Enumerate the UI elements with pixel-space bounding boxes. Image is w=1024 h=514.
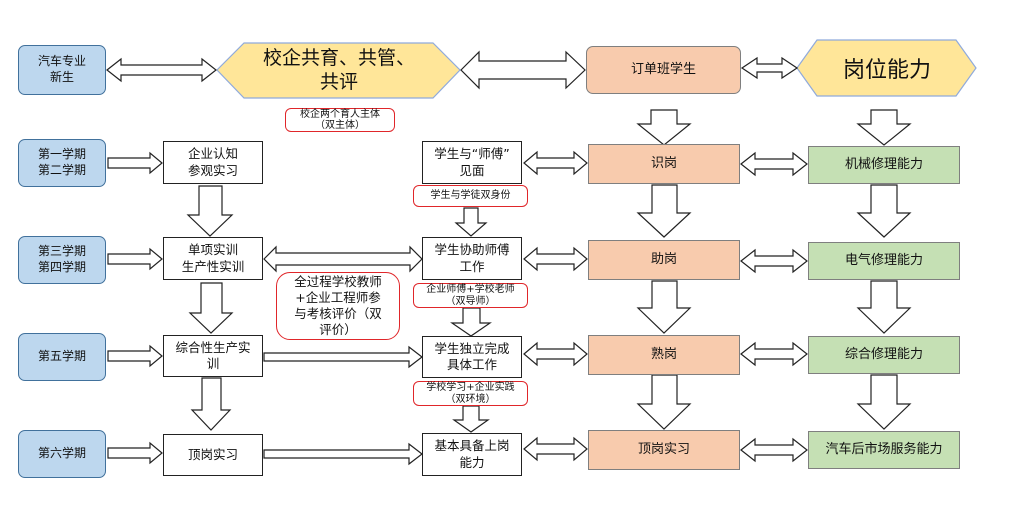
double-arrow-student-stage-1 [523, 150, 588, 176]
ability-label: 电气修理能力 [844, 252, 923, 268]
ability-label: 机械修理能力 [844, 156, 923, 172]
double-arrow-stage-ability-4 [740, 437, 808, 463]
arrow-semester-4 [107, 441, 163, 465]
ability-mechanical-box: 机械修理能力 [808, 146, 960, 184]
student-meets-master-box: 学生与“师傅” 见面 [422, 141, 522, 184]
enterprise-training-label: 企业认知 参观实习 [187, 146, 238, 178]
job-competence-label-wrap: 岗位能力 [812, 40, 962, 96]
enterprise-training-label: 顶岗实习 [187, 446, 238, 462]
down-arrow-ability-3 [856, 374, 912, 430]
dual-environment-note: 学校学习+企业实践 （双环境） [413, 381, 528, 406]
double-arrow-stage-ability-2 [740, 248, 808, 274]
new-students-label: 汽车专业 新生 [37, 54, 86, 84]
job-stage-label: 识岗 [650, 155, 677, 171]
student-independent-box: 学生独立完成 具体工作 [422, 336, 522, 378]
down-arrow-ability-2 [856, 280, 912, 334]
single-item-training-box: 单项实训 生产性实训 [163, 237, 263, 280]
dual-environment-note-text: 学校学习+企业实践 （双环境） [426, 382, 515, 405]
double-arrow-student-stage-3 [523, 341, 588, 367]
order-class-students-label: 订单班学生 [630, 61, 696, 77]
basic-job-ready-box: 基本具备上岗 能力 [422, 433, 522, 476]
new-students-box: 汽车专业 新生 [18, 45, 106, 95]
student-progress-label: 学生独立完成 具体工作 [434, 340, 510, 372]
order-class-students-box: 订单班学生 [586, 46, 741, 94]
stage-internship-box: 顶岗实习 [588, 430, 740, 470]
job-stage-label: 顶岗实习 [637, 441, 690, 457]
dual-identity-note: 学生与学徒双身份 [413, 185, 528, 207]
arrow-semester-2 [107, 247, 163, 271]
double-arrow-hex-to-order [460, 50, 586, 90]
down-arrow-student-1 [454, 207, 488, 237]
double-arrow-row-2 [263, 245, 423, 273]
down-arrow-ability-1 [856, 184, 912, 238]
dual-subject-note-text: 校企两个育人主体 （双主体） [300, 108, 380, 132]
semester-5-box: 第五学期 [18, 333, 106, 381]
school-enterprise-label-wrap: 校企共育、共管、 共评 [232, 43, 446, 98]
down-arrow-competence [856, 109, 912, 146]
stage-identify-box: 识岗 [588, 144, 740, 184]
semester-label: 第三学期 第四学期 [37, 244, 86, 274]
dual-mentor-note: 企业师傅+学校老师 （双导师） [413, 283, 528, 308]
job-stage-label: 熟岗 [650, 346, 677, 362]
down-arrow-enterprise-3 [190, 377, 232, 431]
ability-comprehensive-box: 综合修理能力 [808, 336, 960, 374]
double-arrow-new-to-hex [106, 57, 217, 83]
down-arrow-stage-2 [636, 280, 692, 334]
down-arrow-stage-3 [636, 374, 692, 430]
down-arrow-stage-1 [636, 184, 692, 238]
job-stage-label: 助岗 [650, 251, 677, 267]
semester-1-2-box: 第一学期 第二学期 [18, 139, 106, 187]
arrow-row-4 [263, 442, 423, 466]
evaluation-note-text: 全过程学校教师 +企业工程师参 与考核评价（双 评价） [294, 273, 382, 338]
double-arrow-student-stage-4 [523, 436, 588, 462]
student-progress-label: 学生与“师傅” 见面 [434, 146, 510, 178]
semester-3-4-box: 第三学期 第四学期 [18, 236, 106, 284]
ability-label: 汽车后市场服务能力 [825, 441, 943, 457]
enterprise-cognition-box: 企业认知 参观实习 [163, 141, 263, 184]
semester-label: 第五学期 [37, 349, 86, 364]
down-arrow-student-2 [450, 307, 492, 337]
double-arrow-stage-ability-1 [740, 151, 808, 177]
double-arrow-stage-ability-3 [740, 341, 808, 367]
student-assists-master-box: 学生协助师傅 工作 [422, 237, 522, 280]
down-arrow-student-3 [452, 405, 490, 433]
down-arrow-order [636, 109, 692, 146]
semester-6-box: 第六学期 [18, 430, 106, 478]
dual-subject-note: 校企两个育人主体 （双主体） [285, 108, 395, 132]
enterprise-training-label: 综合性生产实 训 [175, 339, 251, 371]
dual-identity-note-text: 学生与学徒双身份 [430, 190, 511, 202]
internship-box: 顶岗实习 [163, 434, 263, 476]
ability-electrical-box: 电气修理能力 [808, 242, 960, 280]
stage-proficient-box: 熟岗 [588, 335, 740, 375]
semester-label: 第六学期 [37, 446, 86, 461]
job-competence-label: 岗位能力 [842, 58, 931, 83]
arrow-semester-1 [107, 151, 163, 175]
enterprise-training-label: 单项实训 生产性实训 [181, 242, 245, 274]
school-enterprise-hexagon [216, 42, 461, 99]
arrow-semester-3 [107, 344, 163, 368]
comprehensive-training-box: 综合性生产实 训 [163, 335, 263, 377]
down-arrow-enterprise-2 [188, 282, 234, 334]
student-progress-label: 学生协助师傅 工作 [434, 242, 510, 274]
double-arrow-order-to-competence [740, 56, 799, 80]
ability-aftermarket-box: 汽车后市场服务能力 [808, 431, 960, 469]
school-enterprise-label: 校企共育、共管、 共评 [262, 46, 415, 93]
dual-mentor-note-text: 企业师傅+学校老师 （双导师） [426, 284, 515, 307]
arrow-row-3 [263, 345, 423, 369]
student-progress-label: 基本具备上岗 能力 [434, 438, 510, 470]
double-arrow-student-stage-2 [523, 246, 588, 272]
semester-label: 第一学期 第二学期 [37, 147, 86, 177]
down-arrow-enterprise-1 [186, 185, 234, 237]
ability-label: 综合修理能力 [844, 346, 923, 362]
stage-assist-box: 助岗 [588, 240, 740, 280]
evaluation-note: 全过程学校教师 +企业工程师参 与考核评价（双 评价） [276, 272, 400, 340]
